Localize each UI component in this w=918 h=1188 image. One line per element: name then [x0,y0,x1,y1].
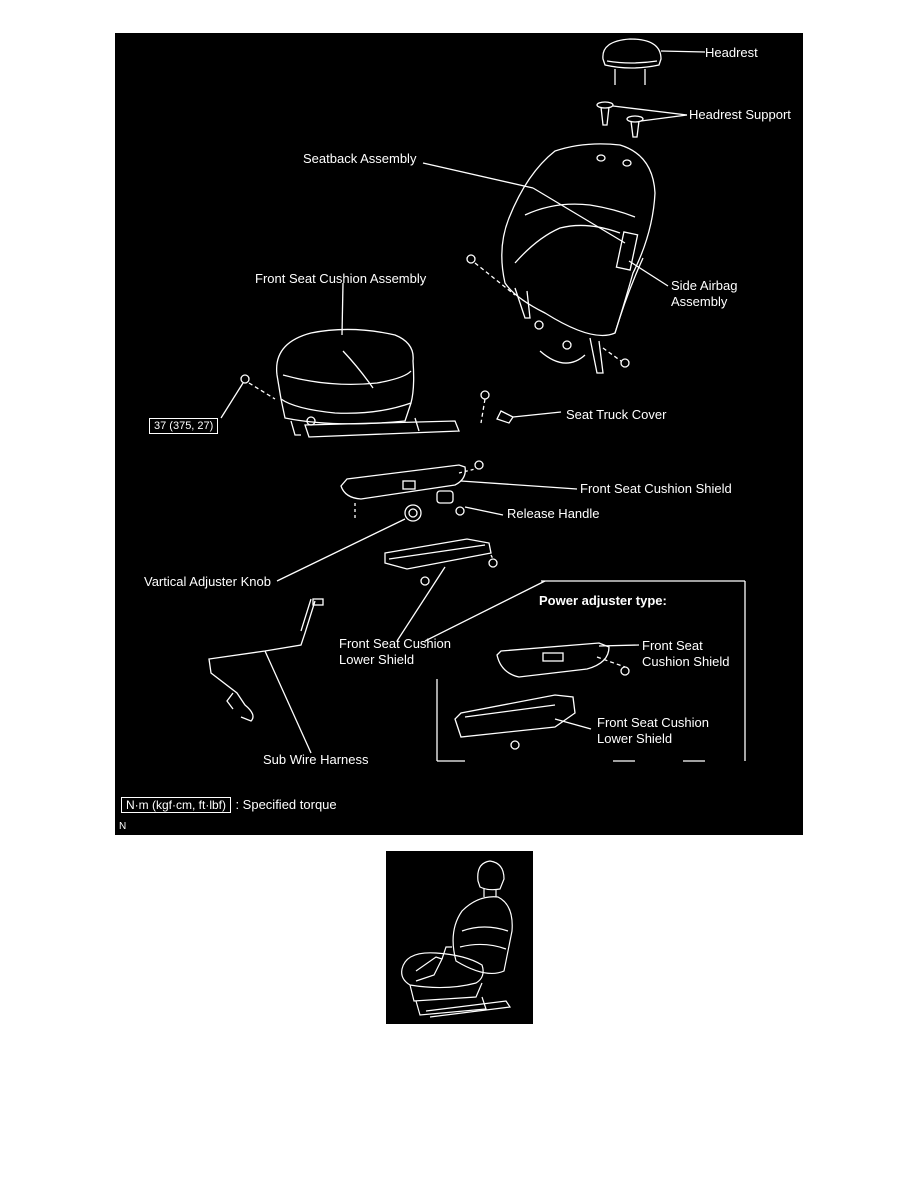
label-front-seat-cushion-assembly: Front Seat Cushion Assembly [255,271,427,286]
label-power-adjuster-type: Power adjuster type: [539,593,667,608]
torque-box: 37 (375, 27) [149,418,219,434]
headrest-support-drawing [596,101,644,138]
sub-wire-harness-drawing [208,598,324,722]
label-front-seat-cushion-shield: Front Seat Cushion Shield [580,481,732,496]
seat-thumbnail [386,851,533,1024]
seatback-drawing [501,143,656,374]
torque-legend: N·m (kgf·cm, ft·lbf) : Specified torque [121,796,337,814]
label-headrest: Headrest [705,45,758,60]
label-sub-wire-harness: Sub Wire Harness [263,752,369,767]
seat-cushion-drawing [275,328,460,438]
legend-text: : Specified torque [235,797,337,812]
diagram-drawing [208,38,746,762]
power-cushion-shield-drawing [496,642,630,678]
label-release-handle: Release Handle [507,506,600,521]
lower-shield-drawing [384,538,498,586]
headrest-drawing [602,38,662,85]
exploded-seat-diagram: Headrest Headrest Support Seatback Assem… [115,33,803,835]
label-side-airbag-line1: Side Airbag [671,278,738,293]
label-vertical-adjuster-knob: Vartical Adjuster Knob [144,574,271,589]
label-power-shield-line2: Cushion Shield [642,654,730,669]
label-lower-shield-line1: Front Seat Cushion [339,636,452,651]
label-power-lower-line2: Lower Shield [597,731,673,746]
label-lower-shield-line2: Lower Shield [339,652,415,667]
cushion-shield-drawing [340,460,484,519]
label-seatback-assembly: Seatback Assembly [303,151,417,166]
label-headrest-support: Headrest Support [689,107,791,122]
power-lower-shield-drawing [454,694,576,750]
figure-code: N [119,821,127,832]
label-side-airbag-line2: Assembly [671,294,728,309]
seat-thumbnail-drawing [401,860,513,1018]
label-seat-truck-cover: Seat Truck Cover [566,407,667,422]
label-power-lower-line1: Front Seat Cushion [597,715,710,730]
legend-unit-box: N·m (kgf·cm, ft·lbf) [121,797,231,813]
power-adjuster-frame [436,580,746,761]
label-power-shield-line1: Front Seat [642,638,703,653]
